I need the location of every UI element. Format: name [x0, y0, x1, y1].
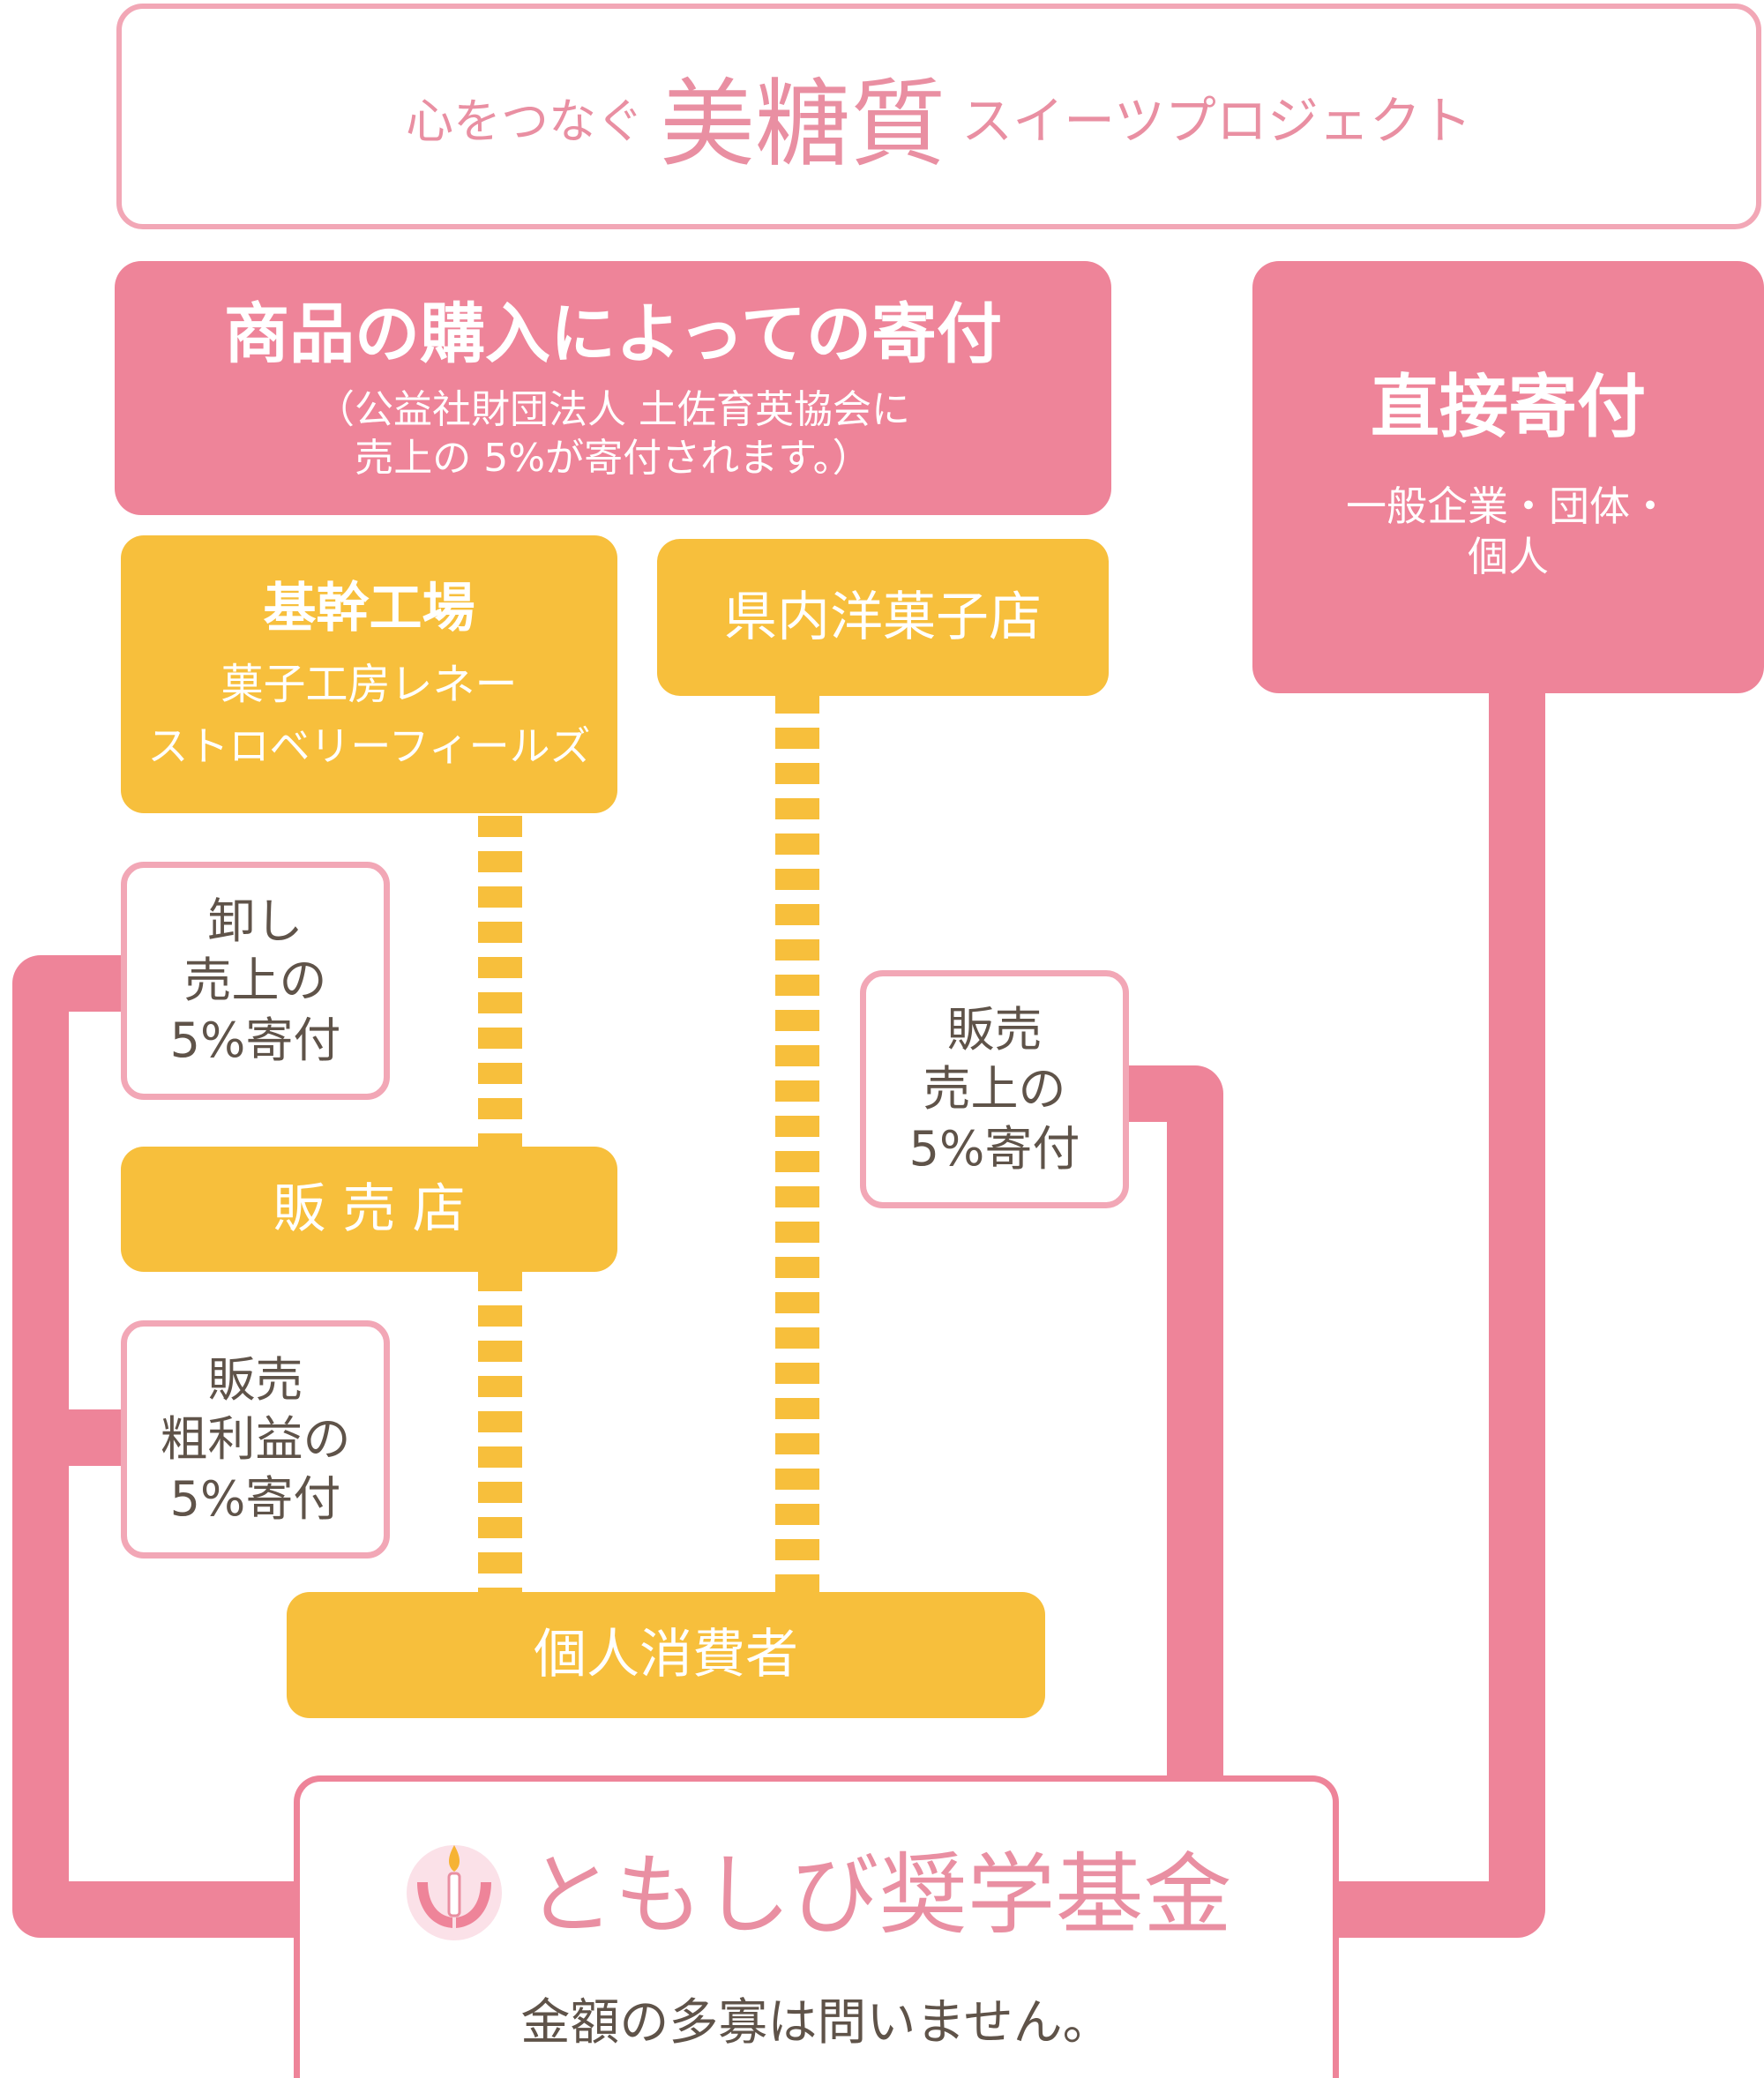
project-header: 心をつなぐ 美糖質 スイーツプロジェクト [116, 4, 1761, 229]
fund-name: ともしび奨学基金 [526, 1843, 1232, 1947]
candle-hands-icon [406, 1845, 502, 1940]
core-factory-line-1: 菓子工房レネー [220, 660, 518, 710]
scholarship-fund-box: ともしび奨学基金 金額の多寡は問いません。 [294, 1775, 1339, 2078]
flow-line-shop-sales [1120, 1065, 1223, 1795]
consumer-title: 個人消費者 [534, 1624, 798, 1686]
retailer-box: 販 売 店 [121, 1147, 617, 1272]
retail-profit-note-line-2: 粗利益の [160, 1411, 351, 1468]
core-factory-box: 基幹工場 菓子工房レネー ストロベリーフィールズ [121, 535, 617, 813]
direct-donation-title: 直接寄付 [1370, 368, 1646, 447]
direct-donation-sub-1: 一般企業・団体・ [1346, 482, 1671, 530]
shop-sales-note-line-1: 販売 [946, 1001, 1043, 1058]
direct-donation-sub-2: 個人 [1468, 533, 1549, 580]
flow-line-direct [1308, 660, 1545, 1938]
wholesale-note-line-2: 売上の [183, 953, 327, 1009]
local-shops-title: 県内洋菓子店 [724, 586, 1042, 648]
individual-consumer-box: 個人消費者 [287, 1592, 1045, 1718]
local-shops-box: 県内洋菓子店 [657, 539, 1109, 696]
fund-logo-row: ともしび奨学基金 [300, 1820, 1333, 1953]
wholesale-note-line-3: 5%寄付 [169, 1012, 341, 1068]
direct-donation-box: 直接寄付 一般企業・団体・ 個人 [1252, 261, 1764, 693]
wholesale-note-line-1: 卸し [207, 893, 303, 949]
shop-sales-note-line-3: 5%寄付 [908, 1120, 1080, 1177]
shop-sales-donation-note: 販売 売上の 5%寄付 [860, 970, 1129, 1208]
purchase-donation-box: 商品の購入によっての寄付 （公益社財団法人 土佐育英協会に 売上の 5%が寄付さ… [115, 261, 1111, 515]
fund-note: 金額の多寡は問いません。 [520, 1994, 1112, 2052]
shop-sales-note-line-2: 売上の [923, 1061, 1066, 1117]
purchase-donation-title: 商品の購入によっての寄付 [223, 295, 1003, 372]
wholesale-donation-note: 卸し 売上の 5%寄付 [121, 862, 390, 1100]
retail-profit-note-line-1: 販売 [207, 1351, 303, 1408]
purchase-donation-note-2: 売上の 5%が寄付されます。） [355, 436, 871, 482]
retail-profit-note-line-3: 5%寄付 [169, 1470, 341, 1527]
core-factory-title: 基幹工場 [263, 578, 475, 640]
header-main: 美糖質 [660, 70, 946, 180]
header-tail: スイーツプロジェクト [961, 91, 1472, 151]
header-lead: 心をつなぐ [406, 93, 645, 149]
core-factory-line-2: ストロベリーフィールズ [147, 722, 591, 771]
retailer-title: 販 売 店 [273, 1177, 466, 1240]
retail-profit-donation-note: 販売 粗利益の 5%寄付 [121, 1320, 390, 1558]
purchase-donation-note-1: （公益社財団法人 土佐育英協会に [316, 387, 910, 433]
flow-line-left [12, 955, 333, 1938]
